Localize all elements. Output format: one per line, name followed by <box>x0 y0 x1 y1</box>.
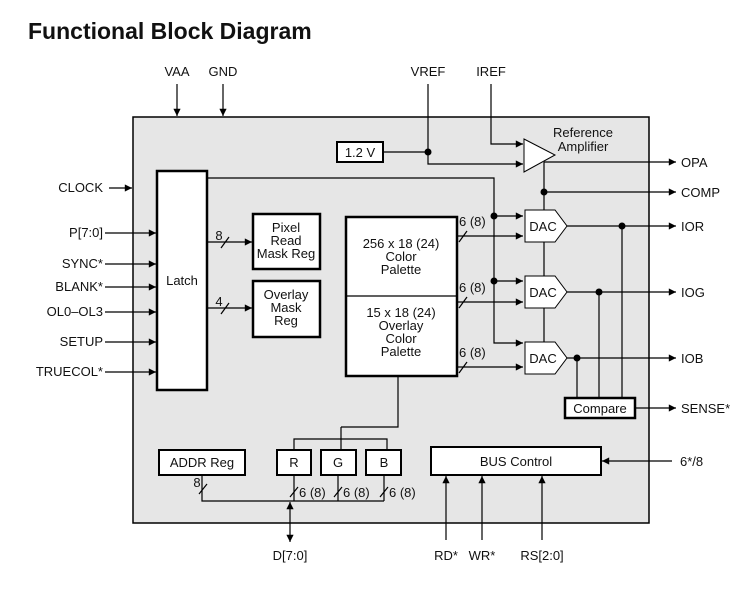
pin-p-label: P[7:0] <box>69 225 103 240</box>
overlay-palette-label-2: Overlay <box>379 318 424 333</box>
pin-d-label: D[7:0] <box>273 548 308 563</box>
latch-block <box>155 169 209 392</box>
ref-amp-label-2: Amplifier <box>558 139 609 154</box>
addr-reg-label: ADDR Reg <box>170 455 234 470</box>
bus-slash <box>458 296 468 309</box>
overlay-mask-label-1: Overlay <box>264 287 309 302</box>
junction <box>490 277 498 285</box>
b-reg-block <box>365 449 402 476</box>
overlay-mask-bus-width: 4 <box>215 294 222 309</box>
pin-rd-label: RD* <box>434 548 458 563</box>
vref-wire <box>427 84 523 168</box>
dac-green <box>524 275 568 309</box>
color-palette-label-1: 256 x 18 (24) <box>363 236 440 251</box>
r-reg-label: R <box>289 455 298 470</box>
dac-red <box>524 209 568 243</box>
bus-control-block <box>430 446 602 476</box>
overlay-palette-label-3: Color <box>385 331 417 346</box>
g-bus-width: 6 (8) <box>343 485 370 500</box>
overlay-mask-label-2: Mask <box>270 300 302 315</box>
pixel-read-mask-reg <box>251 212 322 271</box>
pin-opa-label: OPA <box>681 155 708 170</box>
pin-iog-label: IOG <box>681 285 705 300</box>
pin-vaa-label: VAA <box>164 64 189 79</box>
pin-ol-label: OL0–OL3 <box>47 304 103 319</box>
pin-setup-label: SETUP <box>60 334 103 349</box>
bus-slash <box>289 486 299 498</box>
latch-to-dac-wire <box>207 177 523 347</box>
b-bus-width: 6 (8) <box>389 485 416 500</box>
pin-rs-label: RS[2:0] <box>520 548 563 563</box>
pin-blank-label: BLANK* <box>55 279 103 294</box>
latch-label: Latch <box>166 273 198 288</box>
bus-slash <box>333 486 343 498</box>
bus-control-label: BUS Control <box>480 454 552 469</box>
comp-junction <box>540 188 548 196</box>
dac-r-bus-width: 6 (8) <box>459 214 486 229</box>
pixel-mask-bus-slash <box>220 236 230 249</box>
pixel-mask-label-2: Read <box>270 233 301 248</box>
dac-b-bus-width: 6 (8) <box>459 345 486 360</box>
dac-blue <box>524 341 568 375</box>
pixel-mask-label-1: Pixel <box>272 220 300 235</box>
junction <box>490 212 498 220</box>
pin-iob-label: IOB <box>681 351 703 366</box>
pin-vref-label: VREF <box>411 64 446 79</box>
pin-gnd-label: GND <box>209 64 238 79</box>
pixel-mask-label-3: Mask Reg <box>257 246 316 261</box>
overlay-mask-bus-slash <box>220 302 230 315</box>
dac-g-bus-width: 6 (8) <box>459 280 486 295</box>
palette-to-rgb-wire <box>341 376 399 428</box>
pixel-mask-bus-width: 8 <box>215 228 222 243</box>
pin-clock-label: CLOCK <box>58 180 103 195</box>
pin-iref-label: IREF <box>476 64 506 79</box>
r-bus-width: 6 (8) <box>299 485 326 500</box>
overlay-mask-label-3: Reg <box>274 313 298 328</box>
overlay-mask-reg <box>251 279 322 339</box>
bus-slash <box>198 483 208 495</box>
addr-bus-width: 8 <box>193 475 200 490</box>
addr-reg-block <box>158 449 246 476</box>
pin-truecol-label: TRUECOL* <box>36 364 103 379</box>
dac-green-label: DAC <box>529 285 556 300</box>
r-reg-block <box>276 449 312 476</box>
overlay-palette-label-1: 15 x 18 (24) <box>366 305 435 320</box>
compare-label: Compare <box>573 401 626 416</box>
data-bus <box>201 475 384 502</box>
pin-six-eight-label: 6*/8 <box>680 454 703 469</box>
pin-sense-label: SENSE* <box>681 401 730 416</box>
bus-slash <box>379 486 389 498</box>
overlay-palette-label-4: Palette <box>381 344 421 359</box>
color-palette-label-3: Palette <box>381 262 421 277</box>
pin-sync-label: SYNC* <box>62 256 103 271</box>
vref-source-label: 1.2 V <box>345 145 376 160</box>
vref-junction <box>424 148 432 156</box>
iref-wire <box>490 84 523 148</box>
rgb-feed-wire <box>293 438 388 450</box>
ref-amp-label-1: Reference <box>553 125 613 140</box>
pin-ior-label: IOR <box>681 219 704 234</box>
reference-amplifier <box>523 138 557 173</box>
diagram-title: Functional Block Diagram <box>28 18 312 44</box>
pin-comp-label: COMP <box>681 185 720 200</box>
bus-slash <box>458 230 468 243</box>
b-reg-label: B <box>380 455 389 470</box>
g-reg-label: G <box>333 455 343 470</box>
dac-blue-label: DAC <box>529 351 556 366</box>
dac-red-label: DAC <box>529 219 556 234</box>
bus-slash <box>458 361 468 374</box>
color-palette-label-2: Color <box>385 249 417 264</box>
pin-wr-label: WR* <box>469 548 496 563</box>
